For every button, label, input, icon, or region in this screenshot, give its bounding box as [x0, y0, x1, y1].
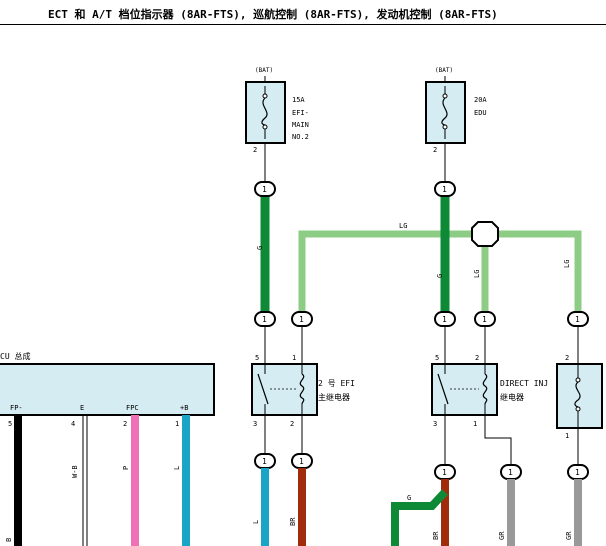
connector: 1 [500, 464, 522, 480]
wire-label-l: L [252, 520, 260, 524]
connector: 1 [254, 181, 276, 197]
ecu-label: CU 总成 [0, 351, 30, 361]
fuse-pin: 2 [253, 146, 257, 154]
fuse-source-label: (BAT) [435, 67, 453, 74]
connector: 1 [474, 311, 496, 327]
connector: 1 [434, 181, 456, 197]
relay-pin: 5 [255, 354, 259, 362]
relay-pin: 1 [292, 354, 296, 362]
ecu-pin-num: 1 [175, 420, 179, 428]
svg-text:1: 1 [442, 315, 447, 324]
fuse-name-line: EDU [474, 109, 487, 117]
relay-label: 继电器 [500, 392, 524, 402]
fuse-name-line: NO.2 [292, 133, 309, 141]
wire-label-lg: LG [473, 270, 481, 278]
relay-label: DIRECT INJ [500, 379, 548, 388]
svg-text:1: 1 [262, 185, 267, 194]
svg-text:1: 1 [442, 185, 447, 194]
relay-pin: 2 [565, 354, 569, 362]
wire-label-gr: GR [498, 531, 506, 540]
svg-text:1: 1 [299, 457, 304, 466]
wire-label-g: G [256, 246, 264, 250]
relay-box [251, 363, 318, 416]
connector: 1 [291, 311, 313, 327]
relay-coil-icon [482, 373, 488, 405]
relay-box [556, 363, 603, 429]
wire-label-gr: GR [565, 531, 573, 540]
fuse-source-label: (BAT) [255, 67, 273, 74]
svg-text:1: 1 [262, 457, 267, 466]
wire-label-l: L [173, 466, 181, 470]
relay-switch-icon [257, 373, 269, 405]
svg-text:1: 1 [575, 315, 580, 324]
relay-pin: 3 [433, 420, 437, 428]
relay-direct-inj: 5 2 DIRECT INJ 继电器 3 1 [431, 354, 548, 428]
header-bar: ECT 和 A/T 档位指示器 (8AR-FTS), 巡航控制 (8AR-FTS… [0, 0, 606, 25]
svg-text:1: 1 [575, 468, 580, 477]
relay-coil-icon [299, 373, 305, 405]
ecu-assembly: CU 总成 FP- E FPC +B 5 4 2 1 [0, 351, 215, 428]
connector: 1 [434, 464, 456, 480]
fuse-pin: 2 [433, 146, 437, 154]
relay-pin: 1 [473, 420, 477, 428]
ecu-pin-name: E [80, 404, 84, 412]
connector: 1 [254, 311, 276, 327]
wire-label-g: G [436, 274, 444, 278]
fuse-icon [574, 381, 581, 408]
page-title: ECT 和 A/T 档位指示器 (8AR-FTS), 巡航控制 (8AR-FTS… [48, 8, 498, 21]
ecu-pin-num: 5 [8, 420, 12, 428]
fuse-edu: (BAT) 20A EDU 2 [425, 67, 487, 182]
wire-label-g: G [407, 494, 411, 502]
wire-label-br: BR [432, 531, 440, 540]
wire-label-p: P [122, 466, 130, 470]
wire-label-b: B [5, 538, 13, 542]
ecu-pin-num: 4 [71, 420, 75, 428]
fuse-name-line: MAIN [292, 121, 309, 129]
ecu-pin-name: FPC [126, 404, 139, 412]
connector: 1 [567, 464, 589, 480]
svg-text:1: 1 [262, 315, 267, 324]
lg-wire-network [298, 230, 582, 312]
svg-text:1: 1 [482, 315, 487, 324]
relay-label: 主继电器 [318, 392, 350, 402]
ecu-pin-num: 2 [123, 420, 127, 428]
relay-pin: 3 [253, 420, 257, 428]
svg-text:1: 1 [442, 468, 447, 477]
fuse-rating: 15A [292, 96, 305, 104]
relay-pin: 2 [290, 420, 294, 428]
wire-label-lg: LG [399, 222, 407, 230]
connector: 1 [291, 453, 313, 469]
connector: 1 [254, 453, 276, 469]
ecu-pin-name: FP- [10, 404, 23, 412]
wire-label-br: BR [289, 517, 297, 526]
fuse-rating: 20A [474, 96, 487, 104]
connector: 1 [434, 311, 456, 327]
fuse-efi-main: (BAT) 15A EFI- MAIN NO.2 2 [245, 67, 309, 182]
junction-octagon [471, 221, 499, 247]
svg-text:1: 1 [508, 468, 513, 477]
ecu-pin-name: +B [180, 404, 188, 412]
relay-pin: 2 [475, 354, 479, 362]
ecu-box [0, 363, 215, 416]
relay-right-partial: 2 1 [556, 354, 603, 440]
fuse-icon [441, 97, 448, 126]
relay-box [431, 363, 498, 416]
lg-wire-right [498, 230, 582, 312]
wire-label-lg: LG [563, 260, 571, 268]
relay-switch-icon [437, 373, 449, 405]
fuse-icon [261, 97, 268, 126]
relay-label: 2 号 EFI [318, 379, 355, 388]
wire-label-wb: W-B [71, 465, 79, 478]
relay-pin: 1 [565, 432, 569, 440]
fuse-name-line: EFI- [292, 109, 309, 117]
lg-wire-left [298, 230, 472, 312]
connector: 1 [567, 311, 589, 327]
relay-efi-main: 5 1 2 号 EFI 主继电器 3 2 [251, 354, 355, 428]
g-wire-branch [391, 489, 448, 546]
relay-pin: 5 [435, 354, 439, 362]
svg-text:1: 1 [299, 315, 304, 324]
